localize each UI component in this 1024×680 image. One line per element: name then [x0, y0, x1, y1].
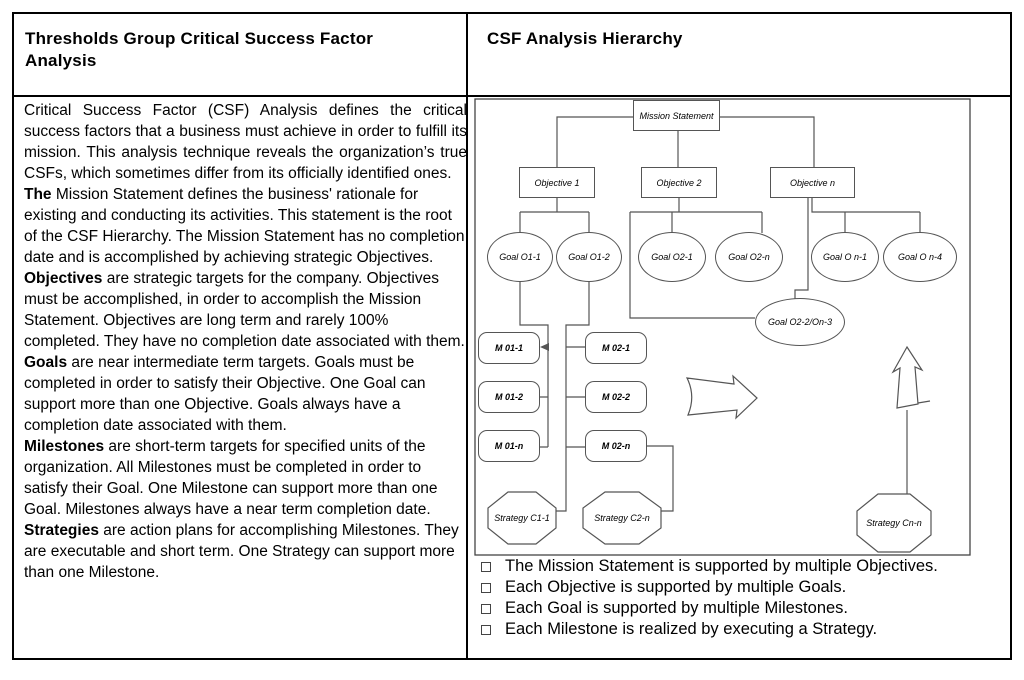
square-bullet-icon	[481, 562, 491, 572]
paragraph-mission: The Mission Statement defines the busine…	[24, 186, 465, 266]
paragraph-milestones: Milestones are short-term targets for sp…	[24, 438, 438, 518]
milestone-m02-2-box: M 02-2	[585, 381, 647, 413]
paragraph-objectives: Objectives are strategic targets for the…	[24, 270, 465, 350]
milestone-m01-n-box: M 01-n	[478, 430, 540, 462]
milestone-m02-1-box: M 02-1	[585, 332, 647, 364]
hierarchy-bullet-list: The Mission Statement is supported by mu…	[479, 556, 979, 640]
milestone-m01-1-box: M 01-1	[478, 332, 540, 364]
list-item: Each Objective is supported by multiple …	[479, 577, 979, 598]
objective-2-box: Objective 2	[641, 167, 717, 198]
mission-statement-box: Mission Statement	[633, 100, 720, 131]
strategy-cn-n-label: Strategy Cn-n	[866, 518, 922, 528]
strategy-c1-1-label: Strategy C1-1	[494, 513, 550, 523]
goal-on-1-ellipse: Goal O n-1	[811, 232, 879, 282]
list-item: The Mission Statement is supported by mu…	[479, 556, 979, 577]
list-item: Each Milestone is realized by executing …	[479, 619, 979, 640]
goal-o2-n-ellipse: Goal O2-n	[715, 232, 783, 282]
square-bullet-icon	[481, 625, 491, 635]
goal-o2-1-ellipse: Goal O2-1	[638, 232, 706, 282]
paragraph-strategies: Strategies are action plans for accompli…	[24, 522, 459, 581]
paragraph-csf-intro: Critical Success Factor (CSF) Analysis d…	[24, 102, 467, 182]
bullet-text: Each Milestone is realized by executing …	[505, 620, 878, 638]
left-panel-title: Thresholds Group Critical Success Factor…	[25, 29, 374, 70]
bullet-text: Each Objective is supported by multiple …	[505, 578, 847, 596]
square-bullet-icon	[481, 604, 491, 614]
goal-o2-2-on-3-ellipse: Goal O2-2/On-3	[755, 298, 845, 346]
panel-divider	[466, 12, 468, 660]
right-panel-title: CSF Analysis Hierarchy	[487, 29, 683, 48]
milestone-m01-2-box: M 01-2	[478, 381, 540, 413]
csf-definitions-text: Critical Success Factor (CSF) Analysis d…	[24, 100, 467, 583]
goal-o1-2-ellipse: Goal O1-2	[556, 232, 622, 282]
objective-1-box: Objective 1	[519, 167, 595, 198]
goal-on-4-ellipse: Goal O n-4	[883, 232, 957, 282]
milestone-m02-n-box: M 02-n	[585, 430, 647, 462]
list-item: Each Goal is supported by multiple Miles…	[479, 598, 979, 619]
objective-n-box: Objective n	[770, 167, 855, 198]
bullet-text: The Mission Statement is supported by mu…	[505, 557, 938, 575]
square-bullet-icon	[481, 583, 491, 593]
bullet-text: Each Goal is supported by multiple Miles…	[505, 599, 849, 617]
header-separator	[12, 95, 1012, 97]
paragraph-goals: Goals are near intermediate term targets…	[24, 354, 426, 434]
page-outer-border	[12, 12, 1012, 660]
strategy-c2-n-label: Strategy C2-n	[594, 513, 650, 523]
goal-o1-1-ellipse: Goal O1-1	[487, 232, 553, 282]
